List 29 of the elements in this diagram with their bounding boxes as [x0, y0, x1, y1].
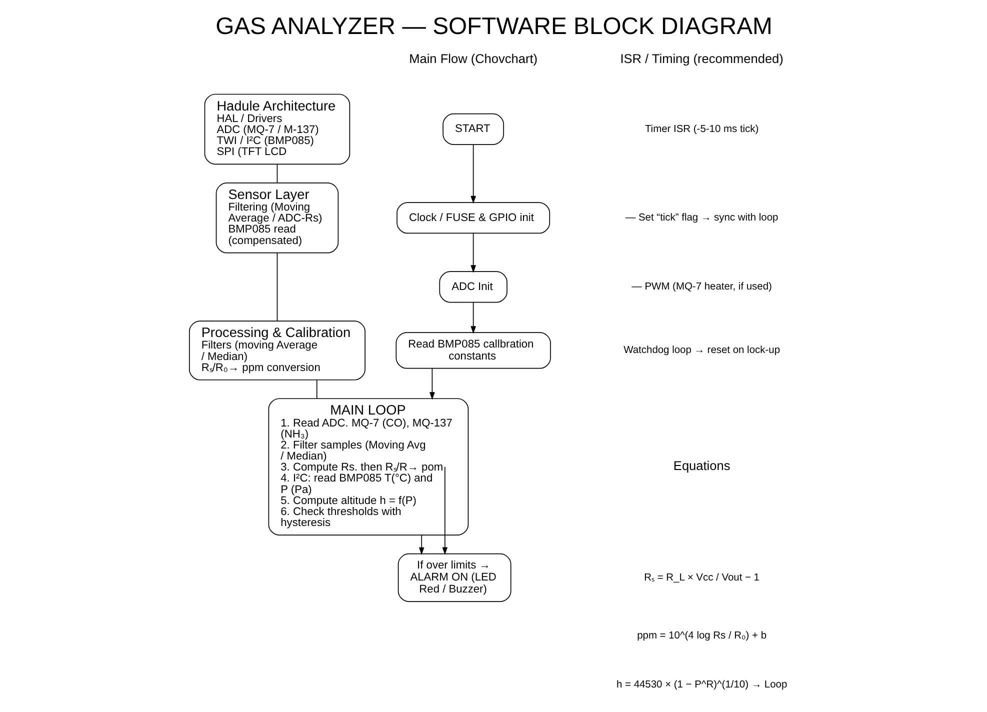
node-box: START [442, 113, 504, 145]
connector [276, 164, 278, 184]
label: ppm = 10^(4 log Rs / R₀) + b [636, 630, 766, 642]
label: Timer ISR (-5-10 ms tick) [644, 124, 758, 135]
arrow [470, 144, 476, 204]
label: Watchdog loop → reset on lock-up [623, 345, 780, 356]
diagram-title: GAS ANALYZER — SOFTWARE BLOCK DIAGRAM [215, 13, 772, 40]
connector [316, 380, 317, 399]
node-box: Processing & Calibration Filters (moving Average / Median) Rₛ/R₀→ ppm conversion [188, 320, 365, 380]
label: Main Flow (Chovchart) [408, 51, 538, 66]
node-box: MAIN LOOP 1. Read ADC. MQ-7 (CO), MQ-137 (NH₃) 2. Filter samples (Moving Avg / Median) 3. Compute Rs. then Rₛ/R→ pom 4. I²C: read BMP085 T(°C) and P (Pa) 5. Compute altitude h = f(P) 6. Check thresholds with hysteresis [268, 398, 468, 536]
arrow [418, 534, 424, 556]
node-box: Sensor Layer Filtering (Moving Average / ADC-Rs) BMP085 read (compensated) [215, 182, 338, 254]
arrow [442, 466, 448, 555]
label: Rₛ = R_L × Vcc / Vout − 1 [644, 572, 760, 584]
label: h = 44530 × (1 − P^R)^(1/10) → Loop [616, 680, 787, 691]
node-box: Clock / FUSE & GPIO init [396, 202, 550, 234]
arrow [470, 233, 476, 273]
label: ISR / Timing (recommended) [620, 51, 783, 66]
node-box: If over limits → ALARM ON (LED Red / Buzzer) [397, 553, 511, 602]
node-box: Read BMP085 callbration constants [395, 332, 550, 369]
arrow [470, 302, 476, 334]
arrow [429, 368, 434, 400]
node-box: ADC Init [438, 271, 507, 303]
connector [276, 252, 278, 322]
label: — Set “tick” flag → sync with loop [624, 212, 778, 224]
label: — PWM (MQ-7 heater, if used) [631, 282, 772, 293]
node-box: Hadule Architecture HAL / Drivers ADC (MQ-7 / M-137) TWI / I²C (BMP085) SPI (TFT LCD [204, 94, 350, 165]
label: Equations [672, 458, 730, 473]
